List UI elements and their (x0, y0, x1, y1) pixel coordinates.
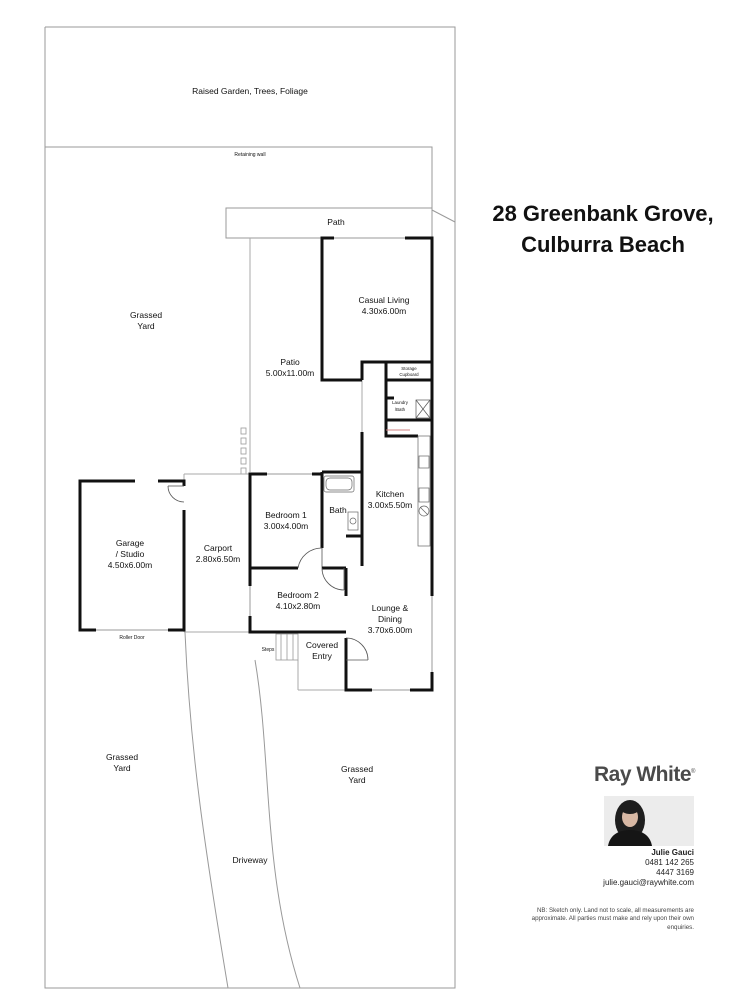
casual-living-size: 4.30x6.00m (362, 306, 406, 316)
storage-label-1: Storage (401, 366, 417, 371)
bath-walls (320, 470, 362, 538)
retaining-wall-label: Retaining wall (234, 152, 265, 158)
raised-garden-label: Raised Garden, Trees, Foliage (192, 86, 308, 96)
entry-door-swing (345, 637, 369, 661)
laundry-label-2: /Bath (395, 407, 406, 412)
driveway-label: Driveway (233, 855, 269, 865)
agent-contact: Julie Gauci 0481 142 265 4447 3169 julie… (560, 848, 694, 888)
garage-name-1: Garage (116, 538, 145, 548)
garage-walls (78, 479, 186, 632)
agent-mobile: 0481 142 265 (645, 858, 694, 867)
laundry-fixtures (415, 399, 431, 419)
bedroom-2-walls (248, 566, 346, 634)
land-boundary (44, 26, 456, 989)
casual-living-walls (320, 236, 434, 382)
bedroom-1-size: 3.00x4.00m (264, 521, 308, 531)
grassed-yard-bottom-left-label-1: Grassed (106, 752, 138, 762)
garage-door-swing (167, 485, 185, 503)
storage-label-2: Cupboard (399, 372, 419, 377)
bedroom-1-name: Bedroom 1 (265, 510, 307, 520)
casual-living-name: Casual Living (358, 295, 409, 305)
grassed-yard-bottom-right-label-2: Yard (348, 775, 366, 785)
bath-fixtures (323, 475, 359, 531)
address-line-1: 28 Greenbank Grove, (492, 201, 714, 226)
grassed-yard-top-label-1: Grassed (130, 310, 162, 320)
bedroom-1-door-swing (297, 547, 323, 569)
bedroom-2-size: 4.10x2.80m (276, 601, 320, 611)
grassed-yard-bottom-right-label-1: Grassed (341, 764, 373, 774)
bedroom-2-door-swing (321, 567, 345, 591)
lounge-name-1: Lounge & (372, 603, 409, 613)
agent-photo (604, 796, 694, 846)
driveway-lines (184, 631, 301, 989)
path-label: Path (327, 217, 345, 227)
registered-mark: ® (691, 769, 695, 775)
garage-name-2: / Studio (116, 549, 145, 559)
agent-name: Julie Gauci (651, 848, 694, 857)
covered-entry-name-2: Entry (312, 651, 333, 661)
bedroom-1-walls (248, 472, 324, 570)
address-line-2: Culburra Beach (521, 232, 685, 257)
lounge-walls (344, 548, 434, 692)
bath-label: Bath (329, 505, 347, 515)
disclaimer-note: NB: Sketch only. Land not to scale, all … (531, 907, 694, 931)
grassed-yard-bottom-left-label-2: Yard (113, 763, 131, 773)
covered-entry-name-1: Covered (306, 640, 338, 650)
covered-entry-outline (297, 660, 346, 691)
brand-name: Ray White (594, 763, 692, 786)
ray-white-logo: Ray White® (594, 763, 695, 787)
grassed-yard-top-label-2: Yard (137, 321, 155, 331)
patio-pavers (240, 427, 247, 475)
steps-label: Steps (262, 647, 275, 653)
agent-email[interactable]: julie.gauci@raywhite.com (603, 878, 694, 887)
kitchen-benches (417, 435, 431, 547)
carport-outline (183, 473, 250, 633)
bedroom-2-name: Bedroom 2 (277, 590, 319, 600)
property-address-title: 28 Greenbank Grove, Culburra Beach (468, 198, 738, 260)
kitchen-size: 3.00x5.50m (368, 500, 412, 510)
lounge-name-2: Dining (378, 614, 402, 624)
carport-size: 2.80x6.50m (196, 554, 240, 564)
roller-door-label: Roller Door (119, 635, 145, 641)
patio-outline (249, 238, 363, 475)
patio-size: 5.00x11.00m (266, 368, 315, 378)
kitchen-name: Kitchen (376, 489, 405, 499)
lounge-size: 3.70x6.00m (368, 625, 412, 635)
carport-name: Carport (204, 543, 233, 553)
kitchen-walls (360, 420, 434, 566)
laundry-label-1: Laundry (392, 400, 409, 405)
retaining-wall-line (45, 146, 433, 210)
patio-name: Patio (280, 357, 300, 367)
steps (275, 633, 299, 661)
agent-phone: 4447 3169 (656, 868, 694, 877)
garage-size: 4.50x6.00m (108, 560, 152, 570)
